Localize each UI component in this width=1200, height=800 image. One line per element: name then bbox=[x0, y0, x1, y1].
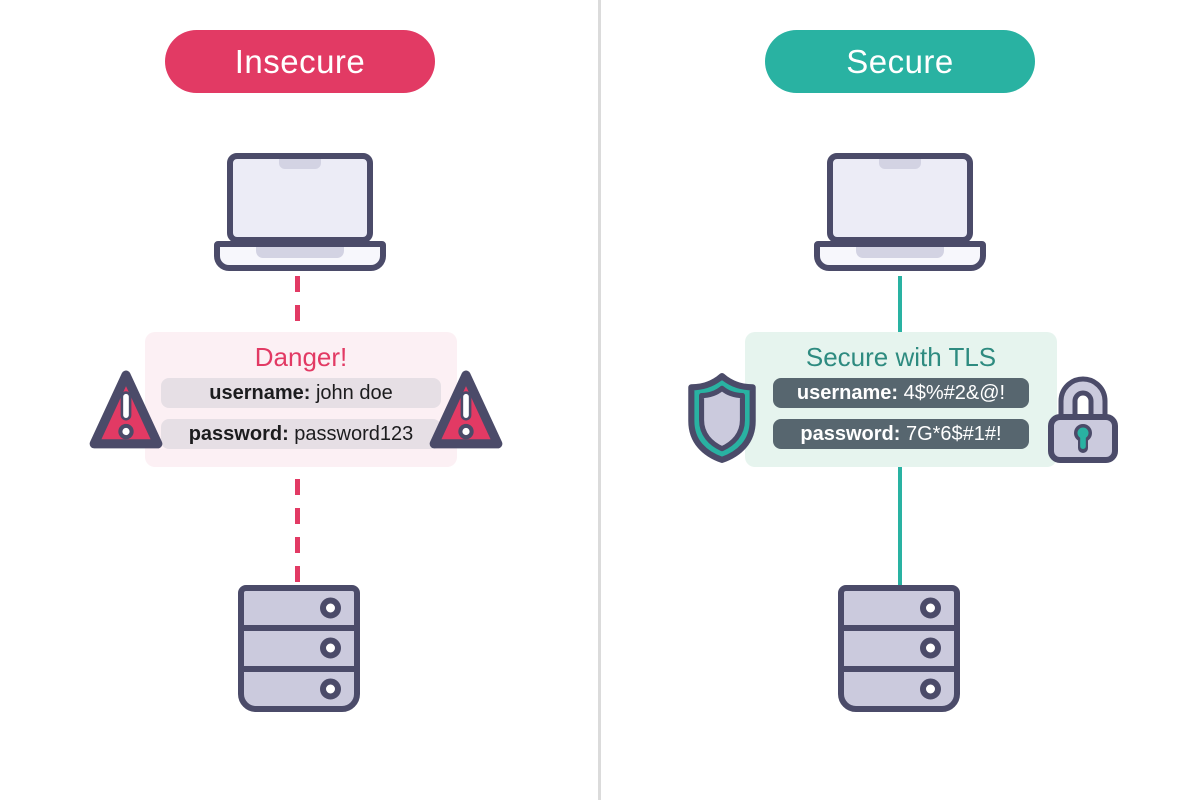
username-row: username: john doe bbox=[161, 378, 441, 408]
server-icon bbox=[838, 585, 960, 712]
server-icon bbox=[238, 585, 360, 712]
laptop-icon bbox=[814, 153, 986, 271]
laptop-camera-notch bbox=[279, 159, 321, 169]
server-slab bbox=[844, 631, 954, 672]
warning-triangle-icon bbox=[429, 370, 503, 449]
server-slab bbox=[244, 672, 354, 706]
laptop-base bbox=[814, 241, 986, 271]
warning-triangle-icon bbox=[89, 370, 163, 449]
insecure-badge-label: Insecure bbox=[234, 42, 366, 80]
secure-panel: Secure with TLS username: 4$%#2&@! passw… bbox=[745, 332, 1057, 467]
server-led bbox=[320, 637, 341, 659]
server-slab bbox=[844, 672, 954, 706]
laptop-screen bbox=[227, 153, 373, 243]
laptop-base bbox=[214, 241, 386, 271]
danger-panel-title: Danger! bbox=[254, 342, 348, 372]
laptop-base-notch bbox=[256, 247, 344, 258]
username-label: username: bbox=[209, 381, 311, 404]
password-value: 7G*6$#1#! bbox=[900, 422, 1002, 445]
server-led bbox=[920, 637, 941, 659]
column-divider bbox=[598, 0, 601, 800]
username-value: 4$%#2&@! bbox=[898, 381, 1006, 404]
server-led bbox=[320, 678, 341, 700]
server-slab bbox=[244, 591, 354, 632]
server-led bbox=[920, 678, 941, 700]
secure-badge-label: Secure bbox=[846, 42, 954, 80]
password-row: password: password123 bbox=[161, 419, 441, 449]
secure-panel-title: Secure with TLS bbox=[805, 342, 997, 372]
shield-icon bbox=[688, 373, 756, 463]
password-label: password: bbox=[188, 422, 289, 445]
server-led bbox=[320, 597, 341, 619]
danger-panel: Danger! username: john doe password: pas… bbox=[145, 332, 457, 467]
insecure-badge: Insecure bbox=[165, 30, 435, 93]
padlock-icon bbox=[1048, 376, 1118, 463]
username-label: username: bbox=[796, 381, 899, 404]
laptop-base-notch bbox=[856, 247, 944, 258]
secure-badge: Secure bbox=[765, 30, 1035, 93]
username-row: username: 4$%#2&@! bbox=[773, 378, 1029, 408]
password-label: password: bbox=[800, 422, 901, 445]
server-slab bbox=[844, 591, 954, 632]
secure-column: Secure Secure with TLS username: 4$%#2&@… bbox=[600, 0, 1200, 800]
password-value: password123 bbox=[288, 422, 414, 445]
username-value: john doe bbox=[310, 381, 393, 404]
server-led bbox=[920, 597, 941, 619]
insecure-column: Insecure Danger! username: john doe pass… bbox=[89, 30, 503, 712]
laptop-icon bbox=[214, 153, 386, 271]
server-slab bbox=[244, 631, 354, 672]
laptop-camera-notch bbox=[879, 159, 921, 169]
password-row: password: 7G*6$#1#! bbox=[773, 419, 1029, 449]
laptop-screen bbox=[827, 153, 973, 243]
